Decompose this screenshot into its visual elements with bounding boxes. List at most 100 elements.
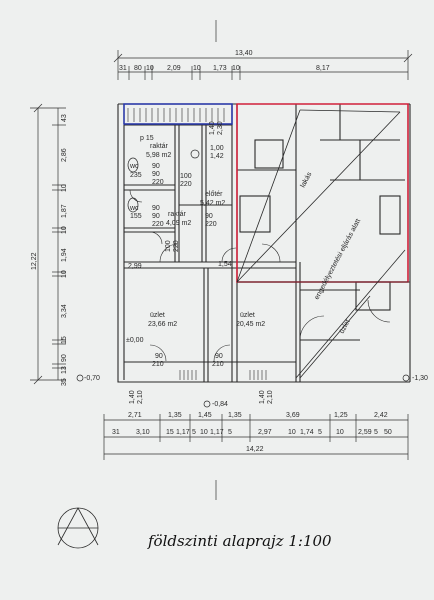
room-wc-1-dim: 90: [152, 163, 160, 170]
bottom-row1-dim-6: 1,25: [334, 412, 348, 419]
left-dim-2: 2,86: [61, 148, 68, 162]
top-dim-6: 1,73: [213, 65, 227, 72]
svg-text:210: 210: [152, 361, 164, 368]
bottom-row2-dim-16: 50: [384, 429, 392, 436]
svg-text:220: 220: [173, 240, 180, 252]
svg-text:2,10: 2,10: [137, 390, 144, 404]
bottom-row2-dim-5: 5: [192, 429, 196, 436]
svg-text:1,40: 1,40: [209, 121, 216, 135]
left-dim-4: 1,87: [61, 204, 68, 218]
room-wc-1-name: wc: [129, 163, 139, 170]
bottom-row2-dim-8: 5: [228, 429, 232, 436]
bottom-row2-dim-2: 3,10: [136, 429, 150, 436]
room-raktar-2-name: raktár: [168, 211, 187, 218]
svg-text:90: 90: [205, 213, 213, 220]
svg-text:220: 220: [152, 179, 164, 186]
svg-text:155: 155: [130, 213, 142, 220]
svg-text:220: 220: [205, 221, 217, 228]
left-dim-12: 35: [61, 378, 68, 386]
svg-text:220: 220: [180, 181, 192, 188]
room-shop-2-area: 20,45 m2: [236, 321, 265, 328]
bottom-row2-dim-13: 10: [336, 429, 344, 436]
svg-text:1,00: 1,00: [210, 145, 224, 152]
bottom-row2-dim-3: 15: [166, 429, 174, 436]
level-left-label: -0,70: [84, 375, 100, 382]
bottom-row2-dim-14: 2,59: [358, 429, 372, 436]
top-dim-5: 10: [193, 65, 201, 72]
drawing-title: földszinti alaprajz 1:100: [147, 532, 332, 550]
left-dim-7: 10: [61, 270, 68, 278]
top-dim-4: 2,09: [167, 65, 181, 72]
level-right-label: -1,30: [412, 375, 428, 382]
left-dim-10: 90: [61, 354, 68, 362]
svg-text:1,54: 1,54: [218, 261, 232, 268]
left-dim-9: 15: [61, 336, 68, 344]
room-eloter-area: 5,42 m2: [200, 200, 225, 207]
room-raktar-1-area: 5,98 m2: [146, 152, 171, 159]
bottom-row2-dim-15: 5: [374, 429, 378, 436]
room-eloter-name: előtér: [205, 191, 223, 198]
room-shop-1-name: üzlet: [150, 312, 165, 319]
north-arrow-icon: [57, 507, 99, 549]
top-dim-2: 80: [134, 65, 142, 72]
svg-text:100: 100: [165, 240, 172, 252]
bottom-row1-dim-2: 1,35: [168, 412, 182, 419]
bottom-row1-dim-3: 1,45: [198, 412, 212, 419]
bottom-row1-dim-5: 3,69: [286, 412, 300, 419]
left-dim-1: 43: [61, 114, 68, 122]
top-dim-3: 10: [146, 65, 154, 72]
svg-text:220: 220: [152, 221, 164, 228]
top-dim-8: 8,17: [316, 65, 330, 72]
top-dim-7: 10: [232, 65, 240, 72]
overall-depth-label: 12,22: [31, 252, 38, 270]
top-dim-1: 31: [119, 65, 127, 72]
top-dimension-chain: [113, 20, 413, 80]
svg-text:90: 90: [155, 353, 163, 360]
svg-text:1,40: 1,40: [259, 390, 266, 404]
stair-hatching: [127, 108, 267, 380]
overall-bottom-label: 14,22: [246, 446, 264, 453]
overall-width-label: 13,40: [235, 50, 253, 57]
room-raktar-2-area: 4,09 m2: [166, 220, 191, 227]
bottom-row2-dim-6: 10: [200, 429, 208, 436]
svg-text:210: 210: [212, 361, 224, 368]
room-wc-2-name: wc: [129, 205, 139, 212]
left-dim-6: 1,94: [61, 248, 68, 262]
bottom-row1-dim-7: 2,42: [374, 412, 388, 419]
left-dimension-chain: [30, 103, 66, 385]
bottom-row2-dim-11: 1,74: [300, 429, 314, 436]
left-dim-11: 13: [61, 366, 68, 374]
bottom-row1-dim-4: 1,35: [228, 412, 242, 419]
opening-dimension-labels: 100 220 90 235 220 1,00 1,42 90 155 220 …: [128, 121, 274, 404]
bottom-row2-dim-7: 1,17: [210, 429, 224, 436]
stair-label: p 15: [140, 135, 154, 142]
svg-text:1,40: 1,40: [129, 390, 136, 404]
dwelling-cross: [236, 109, 410, 379]
level-zero-label: ±0,00: [126, 337, 144, 344]
bottom-row2-dim-12: 5: [318, 429, 322, 436]
wc-fixtures: [127, 149, 200, 213]
svg-text:2,99: 2,99: [128, 263, 142, 270]
bottom-row1-dim-1: 2,71: [128, 412, 142, 419]
room-shop-2-name: üzlet: [240, 312, 255, 319]
svg-text:100: 100: [180, 173, 192, 180]
bottom-row2-dim-1: 31: [112, 429, 120, 436]
svg-text:2,10: 2,10: [267, 390, 274, 404]
bottom-row2-dim-4: 1,17: [176, 429, 190, 436]
left-dim-5: 10: [61, 226, 68, 234]
svg-text:90: 90: [152, 213, 160, 220]
svg-text:1,42: 1,42: [210, 153, 224, 160]
svg-text:235: 235: [130, 172, 142, 179]
door-swings: [129, 189, 391, 362]
left-dim-8: 3,34: [61, 304, 68, 318]
level-markers: [76, 374, 410, 408]
bottom-row2-dim-10: 10: [288, 429, 296, 436]
svg-text:2,30: 2,30: [217, 121, 224, 135]
svg-text:90: 90: [215, 353, 223, 360]
level-entrance-label: -0,84: [212, 401, 228, 408]
bottom-dimension-chain: [103, 414, 409, 500]
room-raktar-1-name: raktár: [150, 143, 169, 150]
bottom-row2-dim-9: 2,97: [258, 429, 272, 436]
